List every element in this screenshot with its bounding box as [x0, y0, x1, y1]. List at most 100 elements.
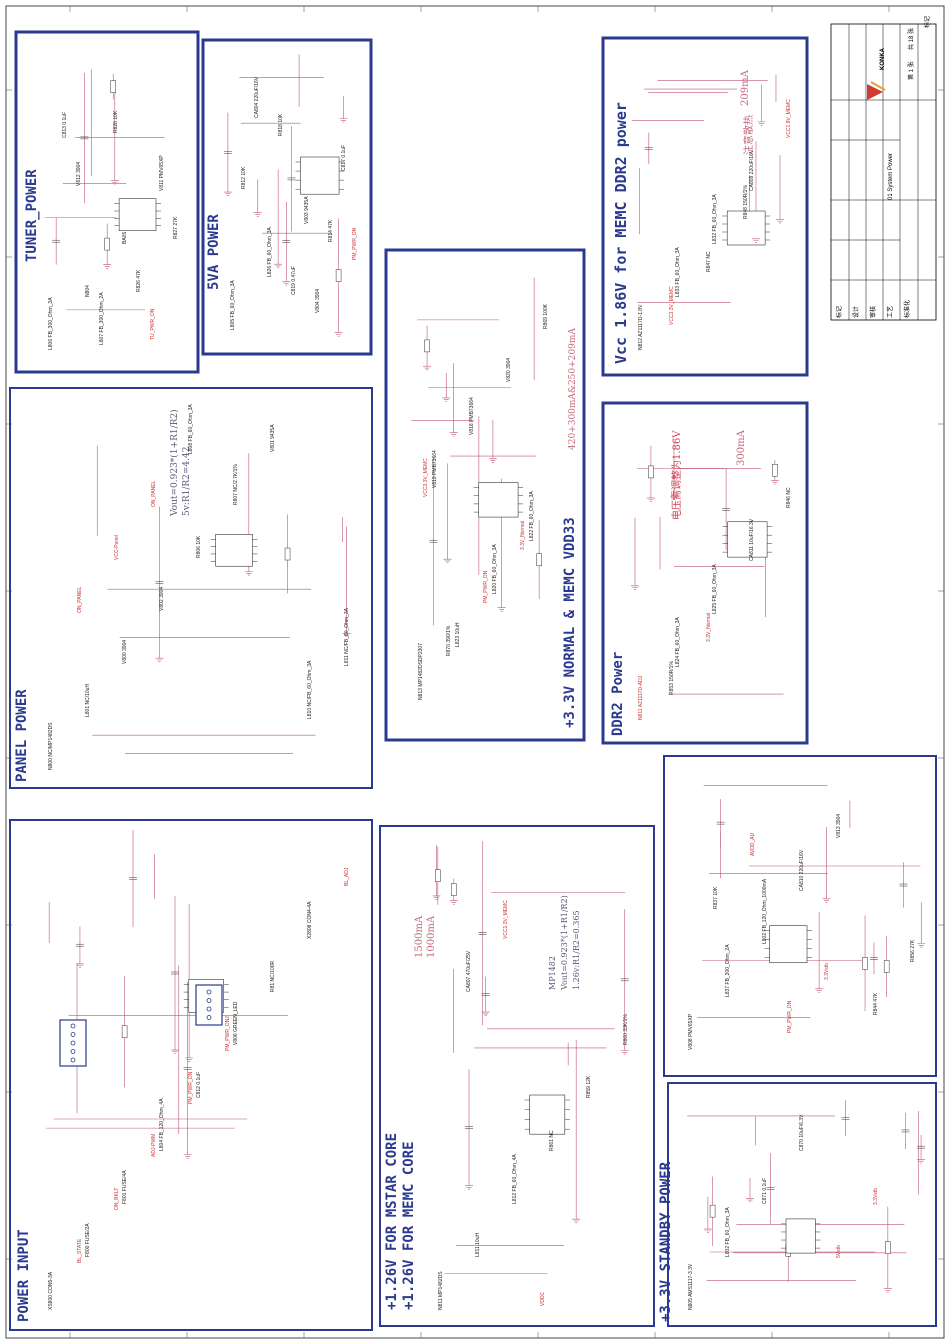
component-label: R870 390/1% — [446, 625, 452, 656]
component-label: PM_PWR_ON — [787, 1000, 793, 1033]
component-label: VCC1.3V_MEMC — [503, 900, 509, 939]
core-formula-2: Vout=0.923*(1+R1/R2) — [560, 895, 569, 990]
resistor-symbol — [862, 957, 868, 970]
component-label: L825 FB_60_Ohm_3A — [712, 564, 718, 614]
component-label: N800 NC/MP1482DS — [48, 722, 54, 770]
ground-symbol — [334, 332, 343, 337]
ground-symbol — [815, 988, 824, 993]
component-label: L807 FB_300_Ohm_2A — [99, 292, 105, 345]
core-formula-1: MP1482 — [548, 956, 557, 990]
component-label: L805 FB_60_Ohm_3A — [230, 280, 236, 330]
component-label: L806 FB_300_Ohm_3A — [48, 297, 54, 350]
component-label: N811 MP1482DS — [438, 1271, 444, 1310]
ground-symbol — [253, 212, 262, 217]
component-label: N804 — [85, 285, 91, 297]
title-block-sheet-total: 共 18 张 — [909, 27, 915, 50]
component-label: V806 GREEN_LED — [233, 1001, 239, 1045]
component-label: CA804 220uF/16V — [254, 76, 260, 118]
ground-symbol — [423, 365, 432, 371]
component-label: ADJ-PWM — [151, 1133, 157, 1157]
ground-symbol — [497, 607, 506, 612]
ground-symbol — [432, 895, 441, 900]
connector-x2808 — [195, 984, 223, 1026]
ground-symbol — [103, 264, 112, 269]
component-label: R812 10K — [241, 166, 247, 189]
component-label: 3.3V_Normal — [520, 520, 526, 550]
ground-symbol — [917, 1159, 926, 1164]
ground-symbol — [757, 121, 766, 126]
ground-symbol — [465, 1185, 474, 1190]
connector-xs800 — [59, 1019, 87, 1067]
title-block-row-4: 标准化 — [905, 299, 911, 318]
title-block-sheet-no: 第 1 张 — [909, 61, 915, 80]
ground-symbol — [342, 632, 351, 638]
title-block — [830, 23, 937, 321]
component-label: L824 FB_60_Ohm_3A — [675, 617, 681, 667]
title-block-row-0: 标记 — [837, 305, 843, 318]
panel-core-power — [379, 825, 655, 1327]
resistor-symbol — [885, 1241, 891, 1254]
resistor-symbol — [335, 269, 342, 282]
panel-formula-1: Vout=0.923*(1+R1/R2) — [170, 409, 180, 516]
component-label: R859 12K — [586, 1075, 592, 1098]
ground-symbol — [274, 263, 283, 269]
component-label: AVDD_AU — [750, 832, 756, 856]
component-label: R81 NC/100R — [270, 960, 276, 992]
component-label: ON_BKLT — [114, 1187, 120, 1210]
component-label: C870 10uF/6.3V — [799, 1114, 805, 1151]
core-current-1: 1500mA — [414, 915, 425, 958]
ground-symbol — [183, 1154, 192, 1159]
component-label: BL_ADJ — [344, 867, 350, 886]
ground-symbol — [443, 558, 452, 564]
component-label: C812 0.1uF — [196, 1071, 202, 1098]
resistor-symbol — [648, 465, 654, 479]
component-label: L802 FB_120_Ohm_1000mA — [762, 878, 768, 944]
component-label: N811 AZ1117D-ADJ — [638, 675, 644, 720]
resistor-symbol — [424, 339, 430, 353]
component-label: C871 0.1uF — [762, 1177, 768, 1204]
component-label: R848 150R/1% — [743, 185, 749, 219]
component-label: L811 10uH — [475, 1232, 481, 1257]
component-label: ON_PANEL — [151, 480, 157, 507]
component-label: VDDC — [540, 1291, 546, 1306]
component-label: V803 9435A — [304, 196, 310, 224]
resistor-symbol — [121, 1025, 128, 1038]
component-label: V820 3904 — [506, 357, 512, 382]
resistor-symbol — [110, 80, 116, 93]
ic-package — [727, 521, 768, 558]
component-label: PM_PWR_ON — [188, 1071, 194, 1104]
component-label: C819 0.47uF — [291, 266, 297, 295]
component-label: N805 AMS1117-3.3V — [688, 1263, 694, 1310]
component-label: V800 3904 — [122, 639, 128, 664]
core-formula-3: 1.26v:R1/R2=0.365 — [572, 910, 581, 990]
component-label: VCC1.8V_MEMC — [786, 99, 792, 138]
component-label: XS800 CON5-3A — [48, 1271, 54, 1310]
panel-formula-2: 5v:R1/R2=4.42 — [182, 446, 192, 516]
resistor-symbol — [104, 237, 110, 251]
ground-symbol — [646, 497, 655, 502]
component-label: CA809 220uF/16V — [749, 149, 755, 191]
title-block-corner: 标记 — [925, 15, 931, 28]
core-title-1: +1.26V FOR MSTAR CORE — [384, 1132, 400, 1310]
ground-symbol — [572, 1218, 581, 1224]
component-label: R853 150R/1% — [669, 661, 675, 695]
resistor-symbol — [772, 463, 778, 477]
component-label: N812 AZ1117D-1.8V — [638, 304, 644, 350]
component-label: VCC-Panel — [114, 534, 120, 560]
ground-symbol — [669, 495, 678, 501]
ground-symbol — [488, 458, 497, 463]
panel-ddr2-power — [601, 401, 809, 745]
konka-logo-icon — [867, 81, 886, 100]
component-label: R818 10K — [278, 113, 284, 136]
component-label: L820 FB_60_Ohm_3A — [492, 544, 498, 594]
ground-symbol — [620, 1050, 629, 1055]
panel-power-input — [9, 819, 373, 1331]
component-label: R806 10K — [196, 535, 202, 558]
component-label: L826 FB_60_Ohm_3A — [267, 227, 273, 277]
component-label: R869 100K — [543, 303, 549, 329]
component-label: V811 PMV65XP — [159, 155, 165, 191]
component-label: L833 FB_60_Ohm_3A — [675, 247, 681, 297]
ground-symbol — [746, 1197, 755, 1203]
component-label: L837 FB_300_Ohm_2A — [725, 944, 731, 997]
